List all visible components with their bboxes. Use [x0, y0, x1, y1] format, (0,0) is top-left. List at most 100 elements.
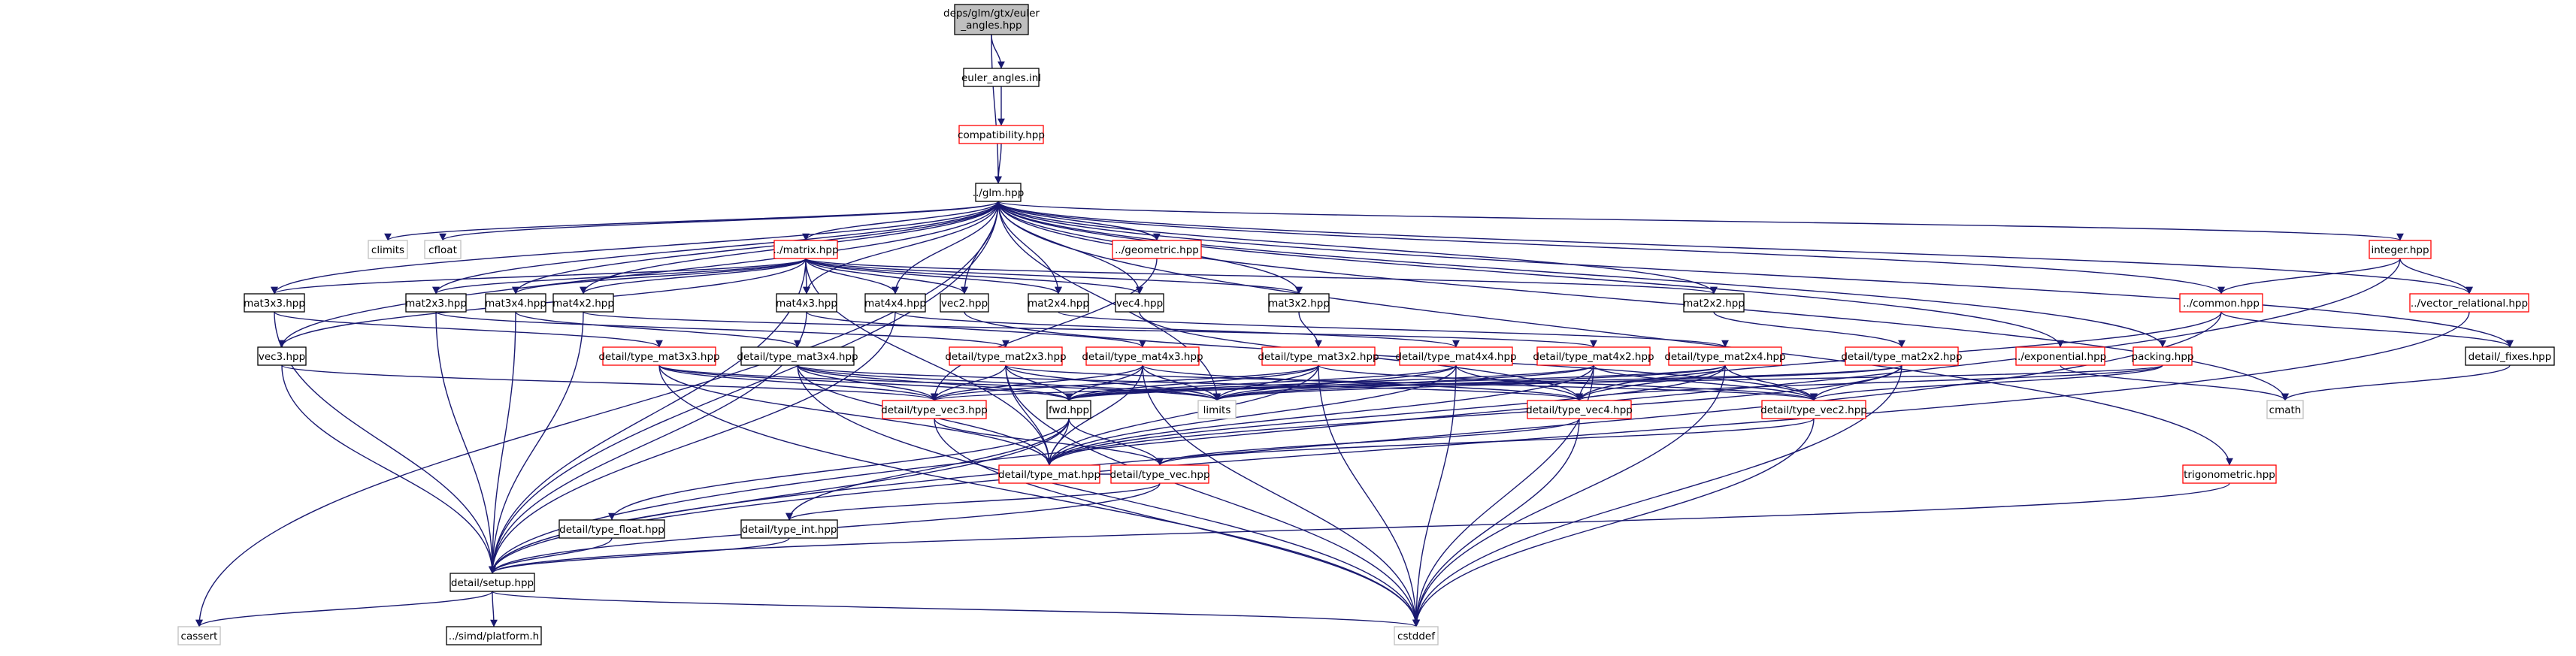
edge-compatibility-to-glm [994, 143, 1002, 184]
node-exponential[interactable]: ../exponential.hpp [2014, 346, 2107, 366]
node-label: ../vector_relational.hpp [2411, 298, 2528, 310]
edge-type-int-to-setup [489, 537, 790, 574]
node-trigonometric[interactable]: trigonometric.hpp [2182, 464, 2277, 484]
edge-integer-to-vector-relational [2399, 258, 2473, 295]
edge-root-to-euler-angles-inl [991, 34, 1005, 69]
node-label: cstddef [1397, 630, 1436, 642]
edge-type-vec-to-type-int [786, 482, 1161, 521]
node-packing[interactable]: packing.hpp [2132, 346, 2194, 366]
node-type-mat2x4[interactable]: detail/type_mat2x4.hpp [1664, 346, 1786, 366]
node-cfloat[interactable]: cfloat [424, 240, 462, 259]
edge-mat4x4-to-setup [489, 311, 896, 574]
edge-glm-to-fixes [997, 201, 2514, 348]
node-type-mat4x3[interactable]: detail/type_mat4x3.hpp [1082, 346, 1203, 366]
node-vec3[interactable]: vec3.hpp [257, 346, 307, 366]
node-integer[interactable]: integer.hpp [2369, 240, 2432, 259]
node-cstddef[interactable]: cstddef [1394, 626, 1439, 645]
node-label: ../common.hpp [2183, 298, 2260, 310]
node-label: climits [371, 244, 404, 256]
node-cmath[interactable]: cmath [2266, 400, 2304, 419]
node-mat3x2[interactable]: mat3x2.hpp [1268, 293, 1330, 313]
node-cassert[interactable]: cassert [177, 626, 221, 645]
edge-type-mat3x4-to-cstddef [797, 364, 1420, 627]
node-type-mat3x3[interactable]: detail/type_mat3x3.hpp [598, 346, 720, 366]
edge-type-mat4x3-to-cstddef [1142, 364, 1420, 627]
edge-mat2x4-to-type-mat2x4 [1058, 311, 1729, 348]
node-label: fwd.hpp [1049, 404, 1089, 416]
node-type-vec[interactable]: detail/type_vec.hpp [1109, 464, 1210, 484]
node-mat2x2[interactable]: mat2x2.hpp [1683, 293, 1745, 313]
edge-trigonometric-to-setup [489, 482, 2230, 574]
node-type-mat3x4[interactable]: detail/type_mat3x4.hpp [737, 346, 858, 366]
node-label: detail/type_mat2x2.hpp [1841, 351, 1962, 363]
node-euler-angles-inl[interactable]: euler_angles.inl [961, 68, 1041, 87]
edge-type-mat2x4-to-type-vec4 [1576, 364, 1726, 401]
node-label: mat2x3.hpp [405, 298, 467, 310]
edge-type-mat4x3-to-type-vec4 [1142, 364, 1583, 401]
node-type-mat3x2[interactable]: detail/type_mat3x2.hpp [1258, 346, 1379, 366]
node-mat2x3[interactable]: mat2x3.hpp [405, 293, 467, 313]
edge-type-mat3x4-to-type-vec3 [797, 364, 938, 401]
node-label: detail/type_float.hpp [559, 524, 664, 536]
node-label: ../exponential.hpp [2014, 351, 2107, 363]
node-type-float[interactable]: detail/type_float.hpp [558, 519, 665, 539]
edge-type-mat4x2-to-type-vec2 [1593, 364, 1818, 401]
edge-type-mat3x2-to-fwd [1065, 364, 1319, 401]
node-type-mat2x2[interactable]: detail/type_mat2x2.hpp [1841, 346, 1963, 366]
node-label: compatibility.hpp [958, 129, 1045, 141]
node-type-mat4x4[interactable]: detail/type_mat4x4.hpp [1395, 346, 1517, 366]
edge-type-vec3-to-cstddef [934, 418, 1420, 627]
node-climits[interactable]: climits [368, 240, 408, 259]
edge-type-mat4x4-to-cstddef [1412, 364, 1457, 627]
node-label: cfloat [428, 244, 457, 256]
node-common[interactable]: ../common.hpp [2179, 293, 2263, 313]
node-fwd[interactable]: fwd.hpp [1046, 400, 1091, 419]
edge-glm-to-exponential [997, 201, 2064, 348]
edge-fwd-to-type-int [786, 418, 1070, 521]
node-type-int[interactable]: detail/type_int.hpp [740, 519, 838, 539]
edge-glm-to-mat4x3 [803, 201, 999, 295]
node-mat3x3[interactable]: mat3x3.hpp [244, 293, 305, 313]
node-mat2x4[interactable]: mat2x4.hpp [1028, 293, 1089, 313]
node-label: euler_angles.inl [961, 72, 1041, 84]
edge-packing-to-type-vec2 [1810, 364, 2163, 401]
node-mat3x4[interactable]: mat3x4.hpp [485, 293, 546, 313]
node-mat4x2[interactable]: mat4x2.hpp [552, 293, 614, 313]
node-type-vec2[interactable]: detail/type_vec2.hpp [1760, 400, 1867, 419]
root-node[interactable]: deps/glm/gtx/euler _angles.hpp [943, 4, 1040, 35]
edge-glm-to-integer [997, 201, 2404, 241]
node-glm[interactable]: ../glm.hpp [973, 183, 1025, 202]
node-limits[interactable]: limits [1197, 400, 1237, 419]
edge-packing-to-type-vec3 [931, 364, 2163, 401]
node-mat4x3[interactable]: mat4x3.hpp [776, 293, 837, 313]
edge-type-mat2x4-to-type-mat [1046, 364, 1726, 466]
node-vector-relational[interactable]: ../vector_relational.hpp [2409, 293, 2529, 313]
edge-glm-to-mat2x3 [432, 201, 999, 295]
node-compatibility[interactable]: compatibility.hpp [958, 125, 1045, 144]
edge-mat3x4-to-type-mat3x4 [515, 311, 801, 348]
node-geometric[interactable]: ../geometric.hpp [1112, 240, 1202, 259]
node-type-mat[interactable]: detail/type_mat.hpp [998, 464, 1100, 484]
edge-mat3x2-to-type-mat3x2 [1298, 311, 1322, 348]
edge-type-mat4x4-to-fwd [1065, 364, 1457, 401]
edge-fwd-to-type-mat [1046, 418, 1070, 466]
node-fixes[interactable]: detail/_fixes.hpp [2465, 346, 2555, 366]
node-type-mat4x2[interactable]: detail/type_mat4x2.hpp [1533, 346, 1654, 366]
edge-type-vec2-to-cstddef [1412, 418, 1815, 627]
node-vec4[interactable]: vec4.hpp [1115, 293, 1164, 313]
node-mat4x4[interactable]: mat4x4.hpp [864, 293, 926, 313]
node-label: mat2x4.hpp [1028, 298, 1089, 310]
node-type-mat2x3[interactable]: detail/type_mat2x3.hpp [945, 346, 1067, 366]
node-type-vec4[interactable]: detail/type_vec4.hpp [1526, 400, 1633, 419]
node-platform[interactable]: ../simd/platform.h [446, 626, 542, 645]
node-type-vec3[interactable]: detail/type_vec3.hpp [881, 400, 988, 419]
edge-mat2x3-to-type-mat2x3 [435, 311, 1010, 348]
node-label: vec4.hpp [1116, 298, 1163, 310]
node-vec2[interactable]: vec2.hpp [940, 293, 989, 313]
edge-matrix-to-vec4 [805, 258, 1143, 295]
edge-type-mat2x3-to-cstddef [1005, 364, 1420, 627]
node-setup[interactable]: detail/setup.hpp [450, 573, 535, 592]
edge-fwd-to-setup [489, 418, 1070, 574]
node-matrix[interactable]: ../matrix.hpp [773, 240, 839, 259]
